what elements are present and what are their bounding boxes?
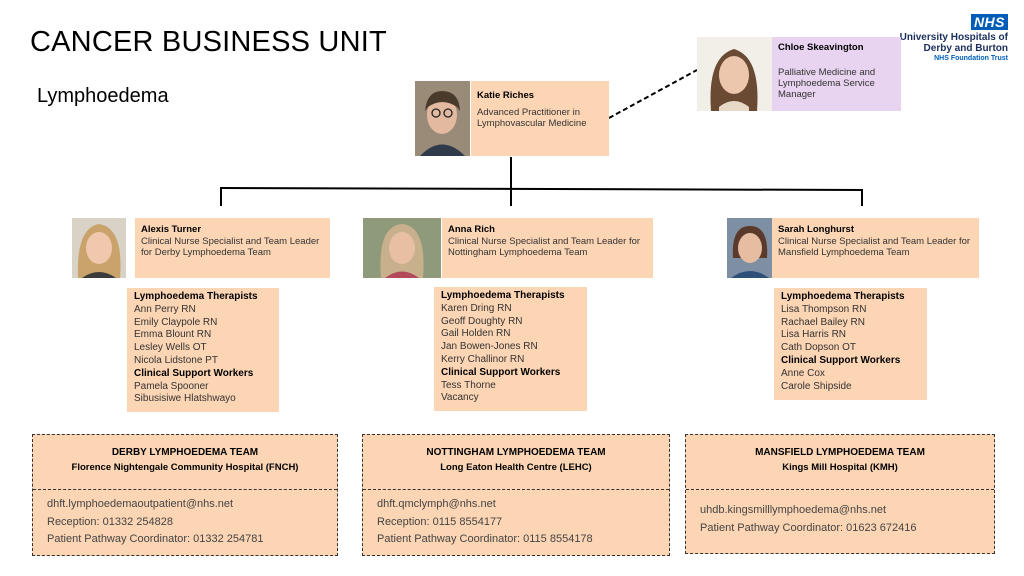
- nottingham-leader-card: Anna Rich Clinical Nurse Specialist and …: [442, 218, 653, 278]
- connector-manager-dashed: [608, 69, 698, 119]
- list-item: Geoff Doughty RN: [441, 315, 523, 327]
- mansfield-contact-head: MANSFIELD LYMPHOEDEMA TEAM Kings Mill Ho…: [686, 435, 994, 490]
- person-photo-icon: [727, 218, 773, 278]
- mansfield-contact-block: MANSFIELD LYMPHOEDEMA TEAM Kings Mill Ho…: [685, 434, 995, 554]
- nottingham-email[interactable]: dhft.qmclymph@nhs.net: [377, 498, 496, 510]
- list-item: Gail Holden RN: [441, 328, 511, 340]
- nottingham-reception: Reception: 0115 8554177: [377, 515, 503, 528]
- derby-therapists-header: Lymphoedema Therapists: [134, 291, 258, 302]
- derby-contact-block: DERBY LYMPHOEDEMA TEAM Florence Nighteng…: [32, 434, 338, 556]
- person-photo-icon: [72, 218, 126, 278]
- derby-coordinator: Patient Pathway Coordinator: 01332 25478…: [47, 533, 264, 545]
- manager-photo: [697, 37, 772, 111]
- mansfield-contact-body: uhdb.kingsmilllymphoedema@nhs.net Patien…: [686, 490, 994, 543]
- nottingham-support-header: Clinical Support Workers: [441, 366, 561, 378]
- list-item: Cath Dopson OT: [781, 342, 857, 354]
- lead-photo: [415, 81, 470, 156]
- list-item: Ann Perry RN: [134, 303, 196, 315]
- mansfield-site: Kings Mill Hospital (KMH): [782, 462, 898, 473]
- list-item: Rachael Bailey RN: [781, 316, 865, 328]
- mansfield-team-list: Lymphoedema Therapists Lisa Thompson RN …: [774, 288, 927, 400]
- mansfield-support-header: Clinical Support Workers: [781, 354, 901, 366]
- nottingham-contact-body: dhft.qmclymph@nhs.net Reception: 0115 85…: [363, 490, 669, 555]
- page-title: CANCER BUSINESS UNIT: [30, 26, 387, 58]
- list-item: Pamela Spooner: [134, 380, 209, 392]
- list-item: Jan Bowen-Jones RN: [441, 341, 538, 353]
- nottingham-contact-head: NOTTINGHAM LYMPHOEDEMA TEAM Long Eaton H…: [363, 435, 669, 490]
- derby-support-header: Clinical Support Workers: [134, 367, 254, 379]
- list-item: Tess Thorne: [441, 379, 496, 391]
- nottingham-therapists-header: Lymphoedema Therapists: [441, 290, 565, 301]
- connector-horizontal: [220, 187, 864, 191]
- mansfield-leader-name: Sarah Longhurst: [778, 224, 855, 235]
- logo-line-1: University Hospitals of: [899, 32, 1008, 43]
- nottingham-leader-name: Anna Rich: [448, 224, 495, 235]
- logo-line-2: Derby and Burton: [923, 43, 1008, 54]
- list-item: Karen Dring RN: [441, 302, 512, 314]
- person-photo-icon: [415, 81, 470, 156]
- nottingham-contact-block: NOTTINGHAM LYMPHOEDEMA TEAM Long Eaton H…: [362, 434, 670, 556]
- list-item: Emma Blount RN: [134, 329, 212, 341]
- derby-team-list: Lymphoedema Therapists Ann Perry RN Emil…: [127, 288, 279, 412]
- list-item: Nicola Lidstone PT: [134, 354, 218, 366]
- mansfield-leader-card: Sarah Longhurst Clinical Nurse Specialis…: [772, 218, 979, 278]
- list-item: Carole Shipside: [781, 380, 852, 392]
- person-photo-icon: [363, 218, 441, 278]
- derby-contact-body: dhft.lymphoedemaoutpatient@nhs.net Recep…: [33, 490, 337, 555]
- nottingham-leader-photo: [363, 218, 441, 278]
- derby-team-name: DERBY LYMPHOEDEMA TEAM: [111, 447, 259, 458]
- list-item: Kerry Challinor RN: [441, 353, 525, 365]
- list-item: Anne Cox: [781, 367, 825, 379]
- derby-site: Florence Nightengale Community Hospital …: [71, 462, 299, 473]
- lead-name: Katie Riches: [477, 90, 535, 101]
- derby-leader-photo: [72, 218, 126, 278]
- manager-role: Palliative Medicine and Lymphoedema Serv…: [778, 67, 876, 100]
- list-item: Lisa Harris RN: [781, 329, 847, 341]
- list-item: Lesley Wells OT: [134, 342, 207, 354]
- derby-leader-name: Alexis Turner: [141, 224, 202, 235]
- mansfield-team-name: MANSFIELD LYMPHOEDEMA TEAM: [755, 447, 925, 458]
- derby-reception: Reception: 01332 254828: [47, 515, 173, 528]
- list-item: Sibusisiwe Hlatshwayo: [134, 393, 236, 405]
- nottingham-coordinator: Patient Pathway Coordinator: 0115 855417…: [377, 533, 593, 545]
- nhs-badge: NHS: [970, 14, 1008, 30]
- list-item: Emily Claypole RN: [134, 316, 218, 328]
- list-item: Vacancy: [441, 392, 479, 404]
- nottingham-team-name: NOTTINGHAM LYMPHOEDEMA TEAM: [426, 447, 606, 458]
- page-subtitle: Lymphoedema: [37, 85, 169, 107]
- mansfield-therapists-header: Lymphoedema Therapists: [781, 291, 905, 302]
- mansfield-email[interactable]: uhdb.kingsmilllymphoedema@nhs.net: [700, 504, 887, 516]
- nhs-logo: NHS University Hospitals of Derby and Bu…: [900, 14, 1008, 63]
- derby-leader-card: Alexis Turner Clinical Nurse Specialist …: [135, 218, 330, 278]
- manager-name: Chloe Skeavington: [778, 42, 864, 53]
- manager-card: Chloe Skeavington Palliative Medicine an…: [772, 37, 901, 111]
- nottingham-site: Long Eaton Health Centre (LEHC): [440, 462, 592, 473]
- mansfield-leader-role: Clinical Nurse Specialist and Team Leade…: [778, 236, 971, 258]
- person-photo-icon: [697, 37, 772, 111]
- logo-line-3: NHS Foundation Trust: [934, 55, 1008, 62]
- lead-role: Advanced Practitioner in Lymphovascular …: [477, 107, 587, 129]
- nottingham-team-list: Lymphoedema Therapists Karen Dring RN Ge…: [434, 287, 587, 411]
- nottingham-leader-role: Clinical Nurse Specialist and Team Leade…: [448, 236, 641, 258]
- mansfield-coordinator: Patient Pathway Coordinator: 01623 67241…: [700, 521, 917, 534]
- list-item: Lisa Thompson RN: [781, 303, 867, 315]
- derby-leader-role: Clinical Nurse Specialist and Team Leade…: [141, 236, 320, 258]
- mansfield-leader-photo: [727, 218, 773, 278]
- derby-contact-head: DERBY LYMPHOEDEMA TEAM Florence Nighteng…: [33, 435, 337, 490]
- derby-email[interactable]: dhft.lymphoedemaoutpatient@nhs.net: [47, 498, 234, 510]
- lead-card: Katie Riches Advanced Practitioner in Ly…: [471, 81, 609, 156]
